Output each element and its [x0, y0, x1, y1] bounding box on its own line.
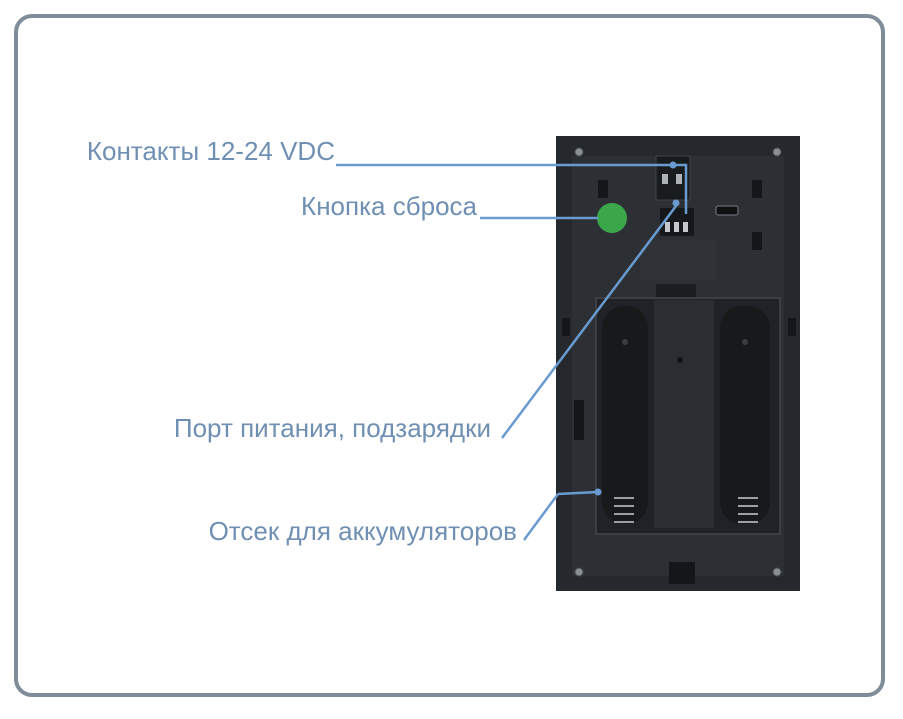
battery-left	[602, 306, 648, 524]
leader-dot	[672, 199, 680, 207]
panel-tab	[656, 284, 696, 298]
leader-line-contacts	[336, 163, 688, 214]
mounting-slot	[669, 562, 695, 584]
label-reset-button: Кнопка сброса	[301, 191, 477, 221]
label-contacts: Контакты 12-24 VDC	[86, 136, 335, 166]
panel-divider	[640, 240, 716, 280]
connector-pin	[665, 222, 670, 232]
leader-line-battery-stub	[557, 490, 599, 496]
label-power-port: Порт питания, подзарядки	[173, 413, 491, 443]
usb-port-icon	[715, 205, 739, 216]
screw-icon	[772, 567, 782, 577]
mounting-slot	[752, 232, 762, 250]
mounting-slots	[562, 180, 796, 584]
screw-icon	[574, 567, 584, 577]
battery-plus-marker	[622, 339, 628, 345]
leader-line-port	[501, 205, 677, 439]
terminal-contact	[676, 174, 682, 184]
mounting-slot	[598, 180, 608, 198]
battery-springs	[614, 497, 758, 523]
leader-line-battery	[522, 493, 560, 541]
mounting-slot	[562, 318, 570, 336]
reset-button-marker	[597, 203, 627, 233]
mounting-slot	[752, 180, 762, 198]
battery-separator	[654, 300, 714, 528]
leader-lines	[336, 163, 688, 541]
battery-plus-marker	[742, 339, 748, 345]
screw-icon	[772, 147, 782, 157]
leader-dot	[669, 161, 677, 169]
compartment-hole	[677, 357, 683, 363]
mounting-slot	[574, 400, 584, 440]
label-battery-compartment: Отсек для аккумуляторов	[208, 516, 517, 546]
mounting-slot	[788, 318, 796, 336]
connector-pin	[674, 222, 679, 232]
leader-dot	[594, 488, 602, 496]
connector-pins	[665, 222, 688, 232]
connector-pin	[683, 222, 688, 232]
leader-dots	[594, 161, 680, 496]
battery-right	[720, 306, 770, 524]
terminal-contact	[662, 174, 668, 184]
terminal-contacts	[662, 174, 682, 184]
screw-icon	[574, 147, 584, 157]
